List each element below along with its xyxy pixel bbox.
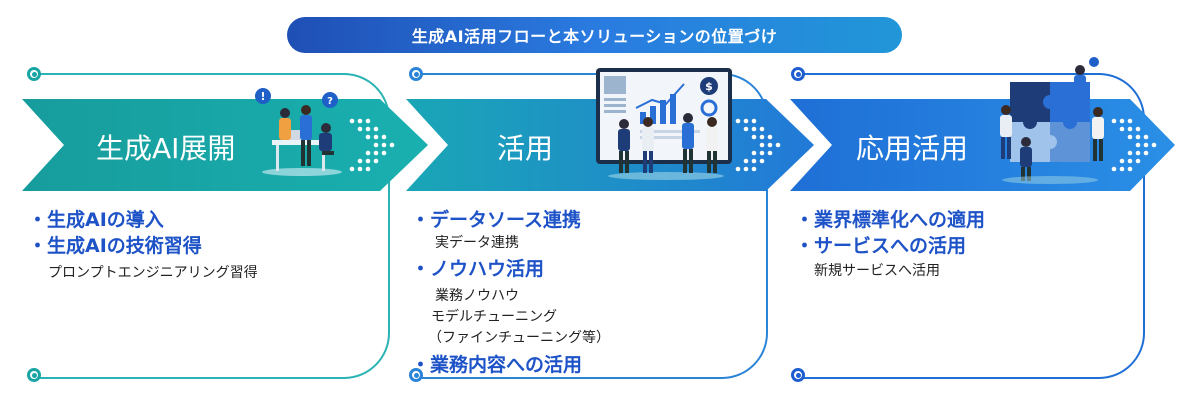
dashboard-illustration: $ [596, 68, 732, 180]
stage3-arrow [790, 99, 1175, 191]
team-meeting-illustration: ! ? [255, 88, 342, 176]
stage3-bullet-1: ・業界標準化への適用 [795, 209, 986, 231]
stage1-label: 生成AI展開 [96, 132, 236, 165]
stage1-bottom-dot [27, 368, 41, 382]
stage2-top-dot [409, 67, 423, 81]
diagram-title: 生成AI活用フローと本ソリューションの位置づけ [287, 17, 902, 53]
svg-text:$: $ [705, 80, 713, 93]
stage3-bullet-2: ・サービスへの活用 [795, 235, 967, 257]
stage1-bullet-1: ・生成AIの導入 [28, 209, 164, 231]
stage2-detail-1: 実データ連携 [435, 235, 519, 251]
stage2-bullet-3: ・業務内容への活用 [411, 354, 583, 376]
stage1-arrow [22, 99, 428, 191]
stage2-detail-4: （ファインチューニング等） [428, 330, 610, 346]
stage1-detail-1: プロンプトエンジニアリング習得 [48, 265, 258, 281]
stage1-chevron-dots [349, 118, 395, 172]
stage3-top-dot [791, 67, 805, 81]
stage3-frame [798, 73, 1145, 379]
stage3-label: 応用活用 [856, 132, 969, 165]
stage2-bullet-2: ・ノウハウ活用 [411, 258, 545, 280]
svg-text:!: ! [260, 90, 265, 103]
stage2-frame [416, 73, 768, 379]
stage1-frame [33, 73, 390, 379]
stage3-chevron-dots [1111, 118, 1157, 172]
stage1-top-dot [27, 67, 41, 81]
stage2-detail-2: 業務ノウハウ [435, 288, 519, 304]
stage2-chevron-dots [735, 118, 781, 172]
stage1-bullet-2: ・生成AIの技術習得 [28, 235, 202, 257]
stage3-bottom-dot [791, 368, 805, 382]
svg-text:?: ? [327, 96, 333, 107]
stage2-bullet-1: ・データソース連携 [411, 209, 582, 231]
stage2-detail-3: モデルチューニング [431, 309, 557, 325]
puzzle-illustration [1000, 57, 1104, 184]
stage3-detail-1: 新規サービスへ活用 [814, 263, 940, 279]
stage2-label: 活用 [497, 132, 554, 165]
stage2-bottom-dot [409, 368, 423, 382]
